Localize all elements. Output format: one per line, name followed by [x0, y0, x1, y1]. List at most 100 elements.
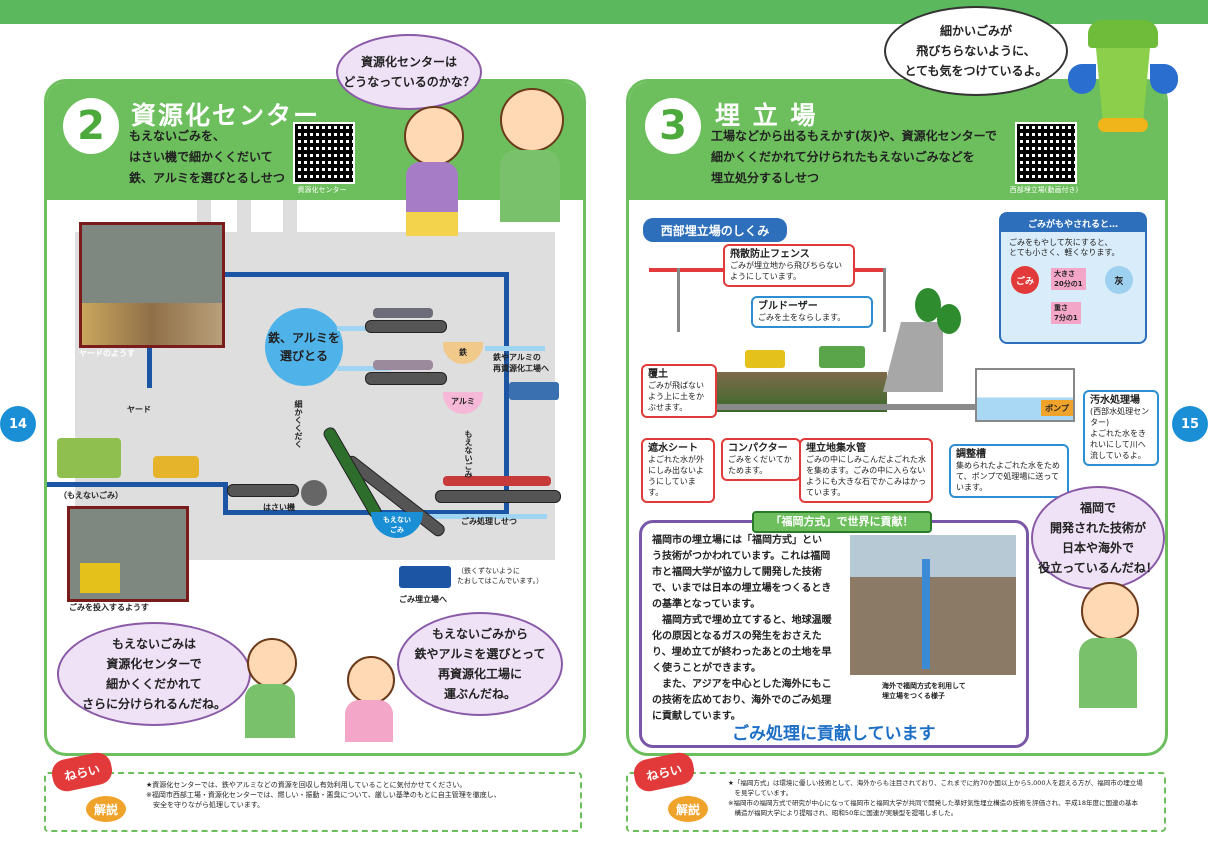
- section-number-left: 2: [63, 98, 119, 154]
- callout-adjust: 調整槽 集められたよごれた水をためて、ポンプで処理場に送っています。: [949, 444, 1069, 498]
- qr-caption-right: 西部埋立場(動画付き): [1009, 186, 1079, 194]
- sorting-circle: 鉄、アルミを 選びとる: [265, 308, 343, 386]
- boy-illustration: [237, 638, 303, 738]
- left-title: 資源化センター: [131, 101, 321, 130]
- mascot-wing: [1150, 64, 1178, 94]
- bubble-line: 日本や海外で: [1061, 541, 1134, 555]
- recycle-truck: [509, 382, 559, 400]
- reduce-text: ごみをもやして灰にすると、 とても小さく、軽くなります。: [1009, 238, 1120, 258]
- fukuoka-frame: 「福岡方式」で世界に貢献！ 福岡市の埋立場には「福岡方式」とい う技術がつかわれ…: [639, 511, 1029, 748]
- fukuoka-line: 福岡方式で埋め立てすると、地球温暖: [652, 615, 832, 626]
- callout-bulldozer: ブルドーザー ごみを土をならします。: [751, 296, 873, 328]
- mascot-feet: [1098, 118, 1148, 132]
- crush-label: 細かくくだく: [294, 400, 303, 448]
- conveyor: [365, 372, 447, 385]
- ash-scale: 灰: [1105, 266, 1133, 294]
- callout-text: ごみをくだいてかためます。: [728, 455, 792, 475]
- girl-head: [347, 656, 395, 704]
- question-line: どうなっているのかな？: [343, 75, 475, 89]
- mascot-bubble: 細かいごみが 飛びちらないように、 とても気をつけているよ。: [884, 6, 1068, 96]
- callout-sheet: 遮水シート よごれた水が外にしみ出ないようにしています。: [641, 438, 715, 503]
- left-lead-line: 鉄、アルミを選びとるしせつ: [129, 171, 285, 185]
- mascot-body: [1096, 48, 1150, 118]
- callout-title: 遮水シート: [648, 443, 698, 454]
- right-lead-line: 細かくくだかれて分けられたもえないごみなどを: [711, 150, 975, 164]
- flow-arrow: [427, 514, 547, 519]
- callout-text: 集められたよごれた水をためて、ポンプで処理場に送っています。: [956, 461, 1060, 492]
- qr-code-left[interactable]: [293, 122, 355, 184]
- left-panel: 2 資源化センター もえないごみを、 はさい機で細かくくだいて 鉄、アルミを選び…: [44, 79, 586, 756]
- fukuoka-banner: 「福岡方式」で世界に貢献！: [752, 511, 932, 533]
- bubble-line: 細かくくだかれて: [106, 677, 202, 691]
- bubble-line: 役立っているんだね！: [1038, 561, 1158, 575]
- girl-top-skirt: [406, 212, 458, 236]
- dam-wall: [883, 322, 943, 392]
- right-lead-line: 埋立処分するしせつ: [711, 171, 820, 185]
- yard-label: ヤード: [127, 405, 151, 414]
- fence-post: [883, 268, 886, 332]
- callout-fence: 飛散防止フェンス ごみが埋立地から飛びちらないようにしています。: [723, 244, 855, 287]
- right-panel: 3 埋 立 場 工場などから出るもえかす(灰)や、資源化センターで 細かくくだか…: [626, 79, 1168, 756]
- reduce-box: ごみがもやされると… ごみをもやして灰にすると、 とても小さく、軽くなります。 …: [999, 212, 1147, 344]
- girl-top-head: [404, 106, 464, 166]
- page-number-right-text: 15: [1180, 416, 1200, 432]
- mascot-bubble-line: 飛びちらないように、: [916, 44, 1036, 58]
- section-number-right: 3: [645, 98, 701, 154]
- flow-arrow: [337, 326, 391, 331]
- conveyor: [365, 320, 447, 333]
- mascot-lid: [1088, 20, 1158, 48]
- landfill-truck[interactable]: [399, 566, 451, 588]
- forklift: [80, 563, 120, 593]
- right-lead-line: 工場などから出るもえかす(灰)や、資源化センターで: [711, 129, 997, 143]
- route-line: [147, 272, 509, 277]
- boy-right-head: [1081, 582, 1139, 640]
- qr-code-right[interactable]: [1015, 122, 1077, 184]
- boy-head: [247, 638, 297, 688]
- right-commentary-box: ねらい 解説 ★「福岡方式」は環境に優しい技術として、海外からも注目されており、…: [626, 750, 1166, 832]
- red-pile: [443, 476, 551, 486]
- reduce-size-line: 20分の1: [1054, 280, 1083, 288]
- reduce-title: ごみがもやされると…: [1001, 214, 1145, 232]
- chimney: [237, 200, 251, 240]
- callout-text: ごみが飛ばないよう上に土をかぶせます。: [648, 381, 704, 412]
- loading-photo-caption: ごみを投入するようす: [69, 603, 149, 612]
- callout-title: コンパクター: [728, 443, 788, 454]
- note-line: を見学しています。: [728, 789, 793, 797]
- reduce-weight-line: 7分の1: [1054, 314, 1078, 322]
- recycle-label-line: 鉄やアルミの: [493, 353, 541, 362]
- bubble-line: 運ぶんだね。: [443, 687, 516, 701]
- fukuoka-text: 福岡市の埋立場には「福岡方式」とい う技術がつかわれています。これは福岡 市と福…: [652, 533, 844, 725]
- route-line: [223, 510, 509, 515]
- reduce-text-line: ごみをもやして灰にすると、: [1009, 238, 1113, 247]
- landfill-truck-label: ごみ埋立場へ: [399, 595, 447, 604]
- conveyor-label: ごみ処理しせつ: [461, 517, 517, 526]
- callout-text: ごみが埋立地から飛びちらないようにしています。: [730, 261, 842, 281]
- alumi-pile: [373, 360, 433, 370]
- question-bubble: 資源化センターは どうなっているのかな？: [336, 34, 482, 110]
- iron-label: 鉄: [459, 348, 467, 357]
- qr-caption-left: 資源化センター: [297, 186, 347, 194]
- sorting-circle-line: 鉄、アルミを: [268, 331, 340, 345]
- callout-pipe: 埋立地集水管 ごみの中にしみこんだよごれた水を集めます。ごみの中に入らないように…: [799, 438, 933, 503]
- right-title: 埋 立 場: [715, 101, 818, 130]
- nonburn-label: もえないごみ: [464, 430, 473, 478]
- fence-post: [677, 268, 680, 332]
- reduce-size: 大きさ 20分の1: [1051, 268, 1086, 290]
- kaisetsu-badge-left: 解説: [86, 796, 126, 822]
- reduce-size-line: 大きさ: [1054, 270, 1075, 278]
- unburnable-in-label: （もえないごみ）: [59, 491, 123, 500]
- conveyor: [435, 490, 561, 503]
- mascot-bubble-line: とても気をつけているよ。: [904, 64, 1048, 78]
- iron-bin: [443, 342, 483, 364]
- mascot-wing: [1068, 64, 1096, 94]
- crusher-label: はさい機: [263, 503, 295, 512]
- left-commentary-box: ねらい 解説 ★資源化センターでは、鉄やアルミなどの資源を回収し有効利用している…: [44, 750, 582, 832]
- question-line: 資源化センターは: [360, 55, 457, 69]
- fukuoka-line: う技術がつかわれています。これは福岡: [652, 551, 831, 562]
- bubble-line: 再資源化工場に: [437, 667, 522, 681]
- yard-photo: [79, 222, 225, 348]
- fukuoka-line: の技術を広めており、海外でのごみ処理: [652, 695, 832, 706]
- flow-arrow: [337, 366, 391, 371]
- left-note: ★資源化センターでは、鉄やアルミなどの資源を回収し有効利用していることに気付かせ…: [146, 780, 501, 810]
- loader: [153, 456, 199, 478]
